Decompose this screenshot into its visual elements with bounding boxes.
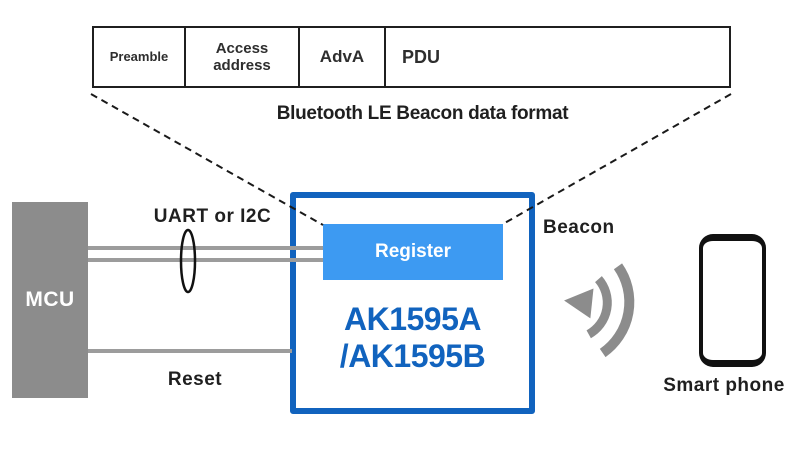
- mcu-block: MCU: [12, 202, 88, 398]
- register-block: Register: [323, 224, 503, 280]
- packet-field-pdu: PDU: [386, 28, 729, 86]
- smartphone-outline-icon: [699, 234, 766, 367]
- packet-field-label: AdvA: [319, 47, 365, 67]
- bus-bundle-ellipse-icon: [179, 228, 197, 294]
- mcu-label: MCU: [25, 288, 75, 311]
- reset-label: Reset: [167, 369, 223, 390]
- packet-field-adva: AdvA: [300, 28, 386, 86]
- uart-i2c-label: UART or I2C: [153, 206, 272, 227]
- packet-field-access-address: Access address: [186, 28, 300, 86]
- beacon-label: Beacon: [543, 217, 615, 238]
- chip-part-number: AK1595A /AK1595B: [290, 301, 535, 375]
- packet-field-label: PDU: [402, 46, 441, 67]
- packet-field-label: Preamble: [109, 48, 169, 64]
- packet-format-table: Preamble Access address AdvA PDU: [92, 26, 731, 88]
- chip-part-number-line1: AK1595A: [343, 301, 482, 337]
- register-label: Register: [374, 241, 452, 262]
- chip-part-number-line2: /AK1595B: [339, 338, 486, 374]
- packet-format-caption: Bluetooth LE Beacon data format: [276, 103, 569, 124]
- packet-field-preamble: Preamble: [94, 28, 186, 86]
- packet-field-label: Access address: [213, 39, 271, 74]
- smartphone-label: Smart phone: [663, 375, 785, 396]
- signal-waves-icon: [564, 263, 635, 358]
